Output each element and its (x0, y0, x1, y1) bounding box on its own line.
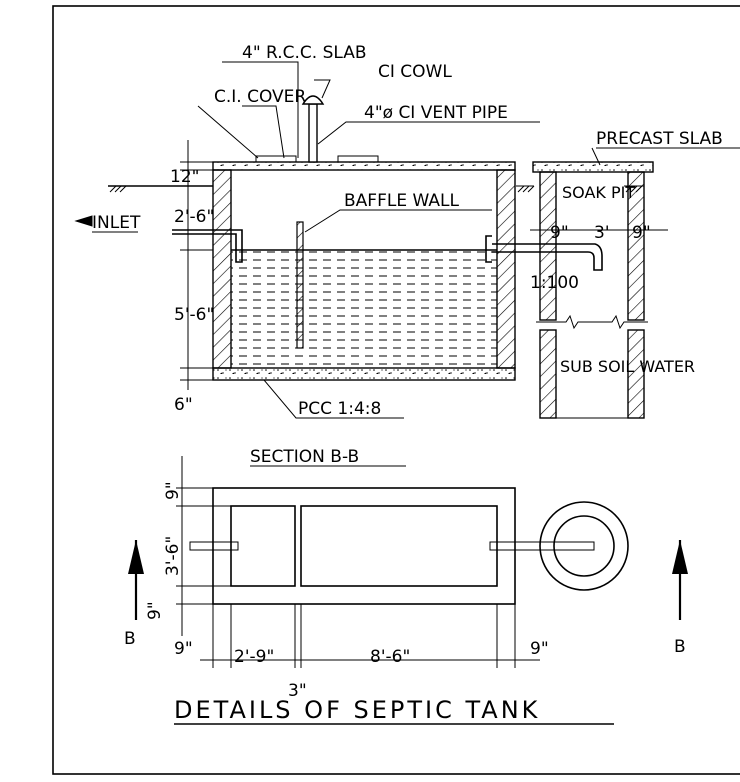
label-ci-cowl: CI COWL (378, 62, 452, 82)
dim-pcc-thickness: 6" (174, 395, 193, 415)
soak-pit-lower-right (627, 329, 645, 419)
ci-cowl (301, 95, 325, 105)
tank-wall-right (496, 169, 516, 369)
dim-pit-wall-left: 9" (550, 223, 569, 243)
label-slope: 1:100 (530, 273, 579, 293)
plan-soak-pit-inner (553, 515, 615, 577)
plan-inlet-pipe (189, 541, 239, 551)
dim-plan-chamber2: 8'-6" (370, 647, 410, 667)
dim-plan-top-wall: 9" (163, 481, 183, 500)
label-soak-pit: SOAK PIT (562, 183, 635, 202)
ci-cover-left (255, 155, 297, 163)
soak-pit-wall-right (627, 171, 645, 321)
vent-pipe (308, 103, 318, 163)
break-line (536, 314, 648, 330)
drawing-title: DETAILS OF SEPTIC TANK (174, 696, 540, 724)
label-precast-slab: PRECAST SLAB (596, 129, 723, 149)
plan-soak-pit-outer (539, 501, 629, 591)
dim-plan-bottom-wall: 9" (145, 601, 165, 620)
plan-outlet-pipe (489, 541, 595, 551)
soak-pit-wall-left (539, 171, 557, 321)
ci-cover-right (337, 155, 379, 163)
precast-slab (532, 161, 654, 173)
pcc-base (212, 367, 516, 381)
outlet-pipe (485, 235, 603, 271)
drawing-border (52, 5, 740, 775)
dim-plan-chamber1: 2'-9" (234, 647, 274, 667)
tank-wall-left (212, 169, 232, 369)
dim-plan-left-wall: 9" (174, 639, 193, 659)
inlet-arrow-icon (74, 215, 93, 227)
section-mark-left: B (124, 629, 136, 649)
label-vent-pipe: 4"ø CI VENT PIPE (364, 103, 508, 123)
dim-plan-baffle: 3" (288, 681, 307, 701)
plan-chamber-1 (230, 505, 296, 587)
label-inlet: INLET (92, 213, 141, 233)
inlet-pipe (172, 229, 243, 263)
plan-tank-outer (212, 487, 516, 605)
label-sub-soil-water: SUB SOIL WATER (560, 357, 695, 376)
label-pcc: PCC 1:4:8 (298, 399, 381, 419)
dim-freeboard: 2'-6" (174, 207, 214, 227)
section-view: 4" R.C.C. SLAB CI COWL C.I. COVER 4"ø CI… (74, 43, 740, 467)
baffle-wall (296, 221, 304, 349)
dim-pit-wall-right: 9" (632, 223, 651, 243)
dim-slab-thickness: 12" (170, 167, 199, 187)
dim-plan-inner-width: 3'-6" (163, 536, 183, 576)
section-title: SECTION B-B (250, 447, 359, 467)
dim-liquid-depth: 5'-6" (174, 305, 214, 325)
dim-pit-width: 3' (594, 223, 610, 243)
plan-chamber-2 (300, 505, 498, 587)
label-rcc-slab: 4" R.C.C. SLAB (242, 43, 367, 63)
dim-plan-right-wall: 9" (530, 639, 549, 659)
label-baffle-wall: BAFFLE WALL (344, 191, 459, 211)
section-mark-right: B (674, 637, 686, 657)
rcc-roof-slab (212, 161, 516, 171)
plan-view: B B 9" 3'-6" 9" 9" 2'-9" 8'-6" 9" 3" (124, 456, 688, 701)
liquid-zone (231, 250, 497, 368)
label-ci-cover: C.I. COVER (214, 87, 306, 107)
soak-pit-lower-left (539, 329, 557, 419)
